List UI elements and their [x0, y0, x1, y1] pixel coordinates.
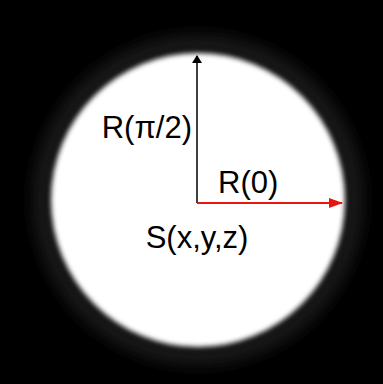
- point-label: S(x,y,z): [146, 222, 249, 253]
- axis-label: R(0): [218, 167, 278, 198]
- glow-ring: [42, 44, 354, 356]
- horizontal-arrow: [197, 202, 342, 204]
- axis-label: R(π/2): [102, 112, 192, 143]
- vertical-arrow: [196, 56, 198, 203]
- beam-spot: [51, 53, 345, 347]
